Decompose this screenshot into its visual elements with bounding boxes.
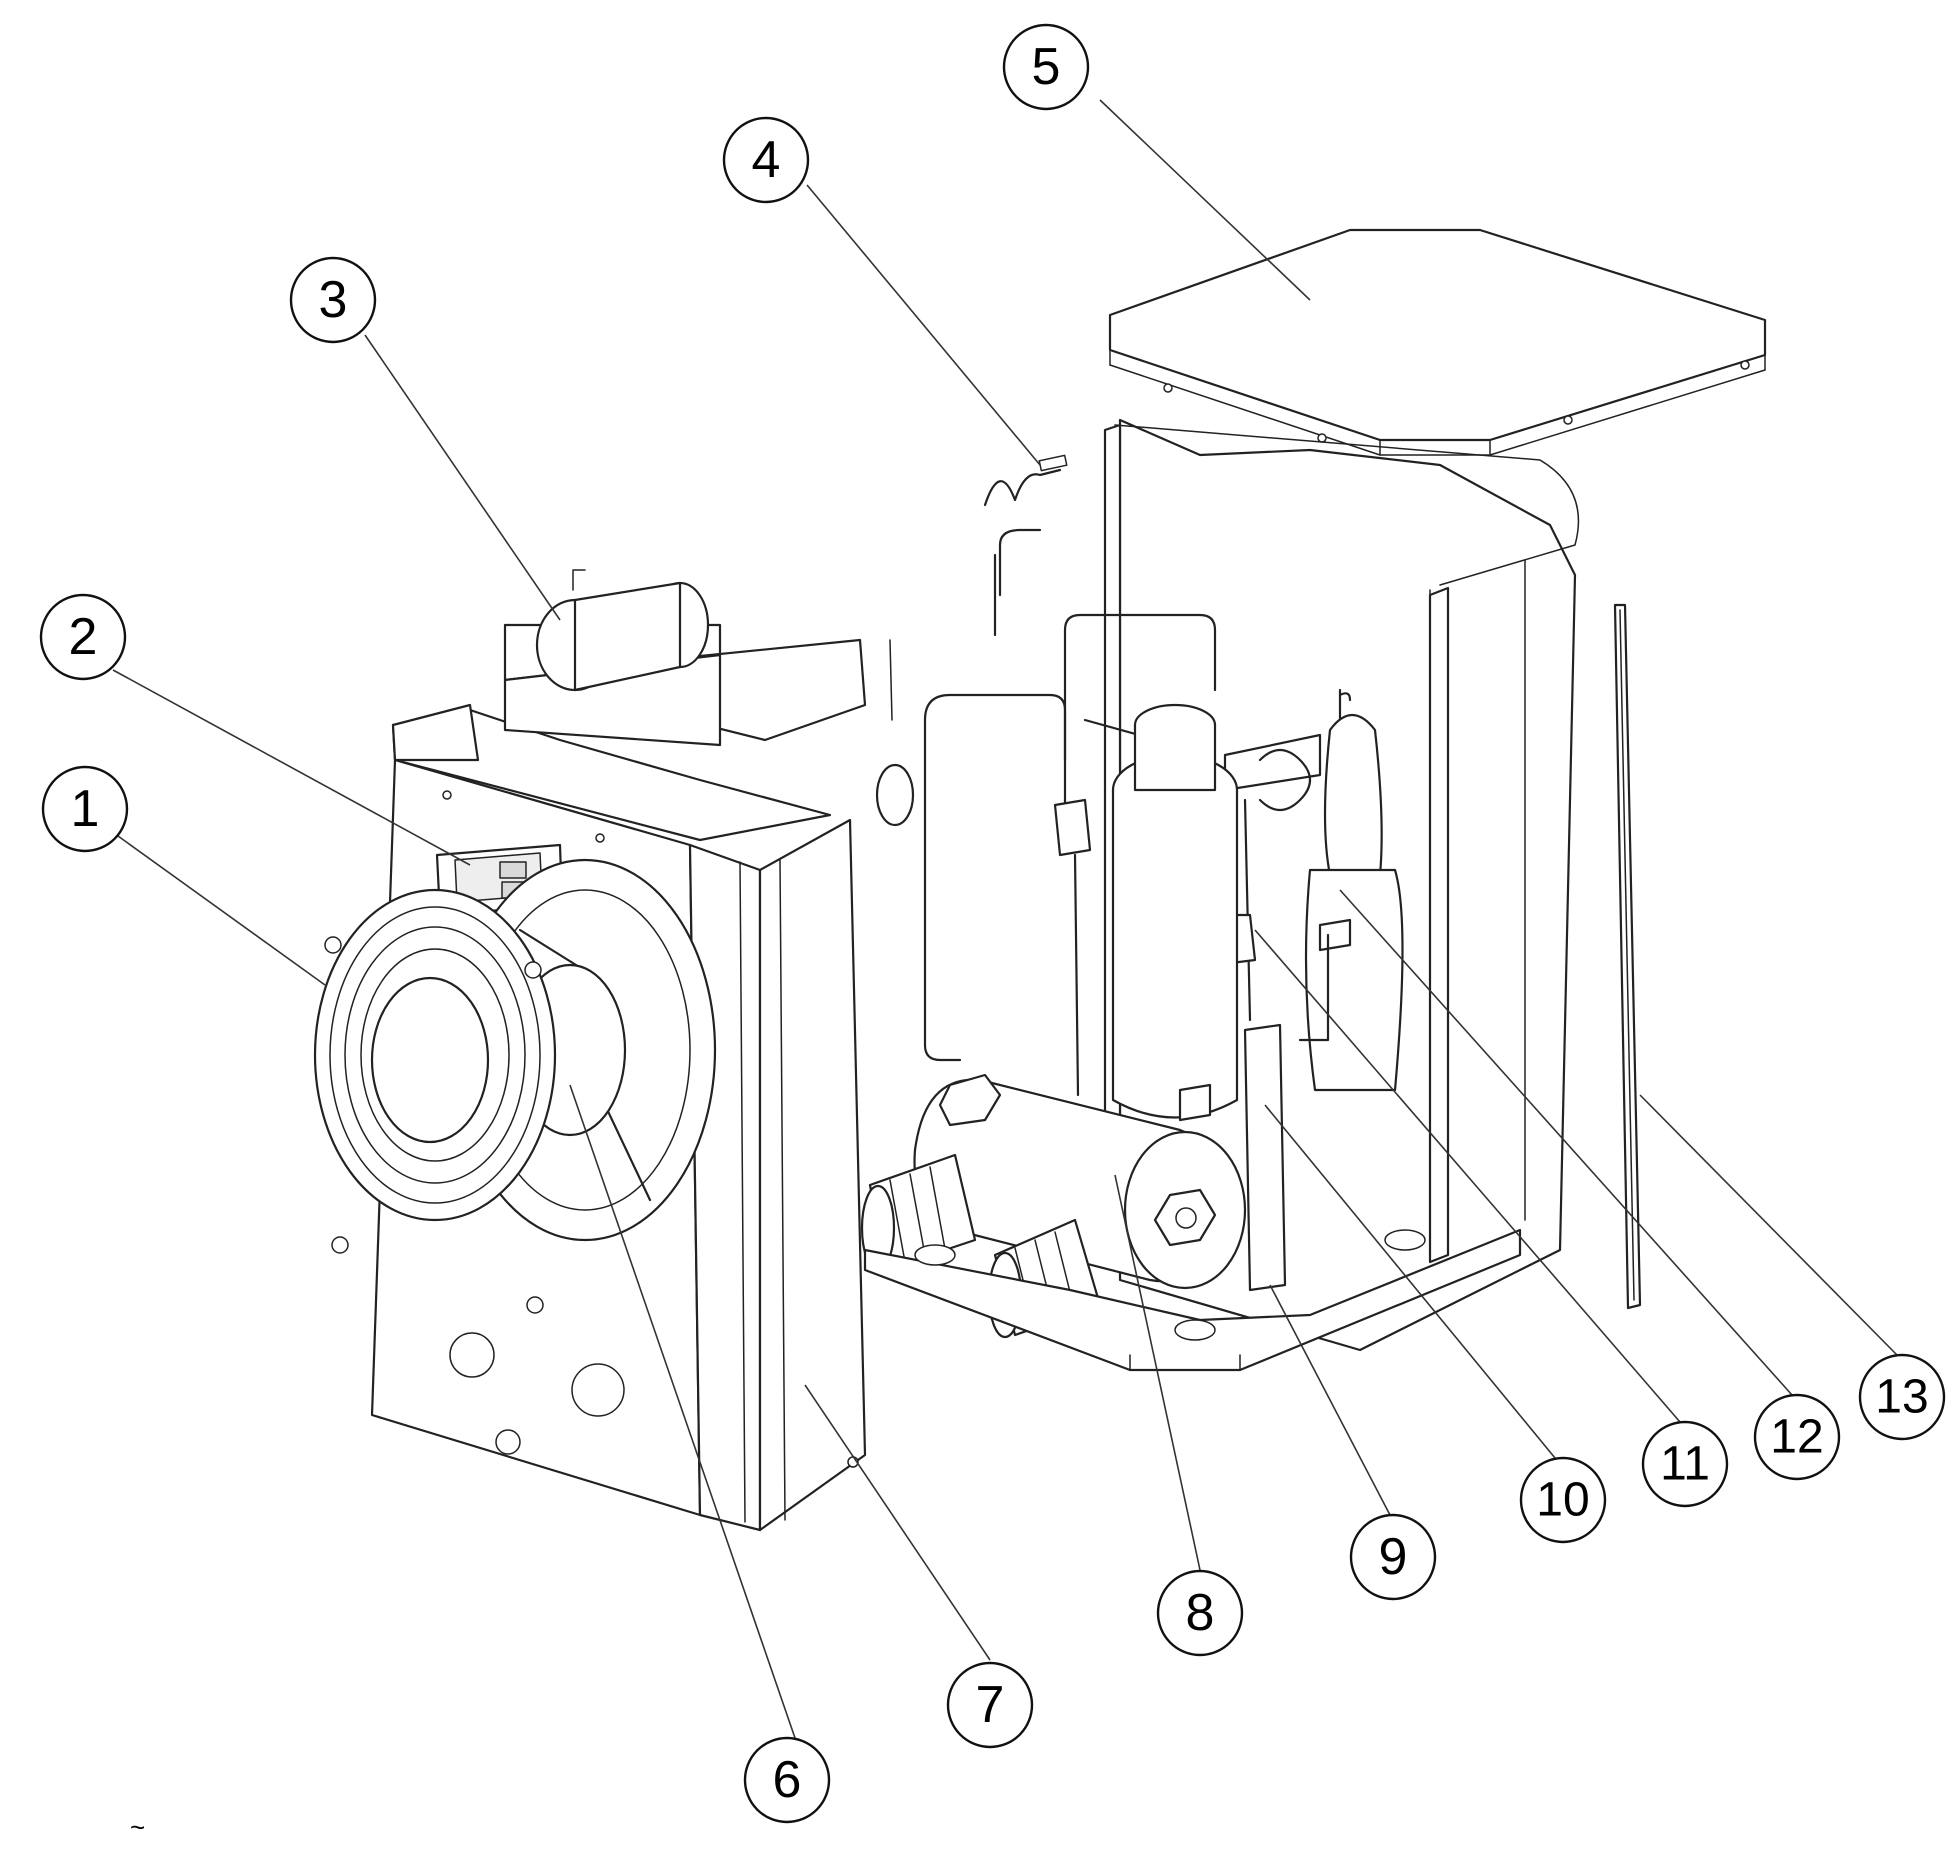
callout-label: 8 xyxy=(1186,1584,1215,1642)
callout-11: 11 xyxy=(1641,1420,1729,1508)
electrical-box xyxy=(503,569,893,747)
top-cover xyxy=(1108,228,1767,456)
callout-6: 6 xyxy=(743,1736,831,1824)
callout-7: 7 xyxy=(946,1661,1034,1749)
callout-5: 5 xyxy=(1002,23,1090,111)
callout-10: 10 xyxy=(1519,1456,1607,1544)
callout-label: 2 xyxy=(69,608,98,666)
leader-lines xyxy=(112,99,1898,1739)
callout-label: 11 xyxy=(1660,1438,1710,1491)
callout-label: 5 xyxy=(1032,38,1061,96)
callout-13: 13 xyxy=(1858,1353,1946,1441)
fan-guard xyxy=(313,858,717,1314)
callout-12: 12 xyxy=(1753,1393,1841,1481)
callout-3: 3 xyxy=(289,256,377,344)
callout-4: 4 xyxy=(722,116,810,204)
refrigerant-piping xyxy=(875,528,1404,1097)
compressor xyxy=(1111,703,1239,1119)
callout-label: 9 xyxy=(1379,1528,1408,1586)
callout-label: 1 xyxy=(71,780,100,838)
callout-9: 9 xyxy=(1349,1513,1437,1601)
callout-label: 10 xyxy=(1536,1474,1589,1527)
callout-label: 12 xyxy=(1770,1411,1823,1464)
footnote-mark: ~ xyxy=(130,1812,146,1842)
temperature-probe xyxy=(983,454,1068,637)
callout-label: 4 xyxy=(752,131,781,189)
callout-8: 8 xyxy=(1156,1569,1244,1657)
heat-exchanger xyxy=(860,1073,1247,1339)
sensor-bracket xyxy=(1178,1023,1287,1292)
callout-label: 13 xyxy=(1875,1371,1928,1424)
callout-label: 3 xyxy=(319,271,348,329)
callout-label: 7 xyxy=(976,1676,1005,1734)
base-tray xyxy=(863,1228,1522,1372)
callout-2: 2 xyxy=(39,593,127,681)
side-strip xyxy=(1613,603,1642,1310)
callout-1: 1 xyxy=(41,765,129,853)
callout-label: 6 xyxy=(773,1751,802,1809)
